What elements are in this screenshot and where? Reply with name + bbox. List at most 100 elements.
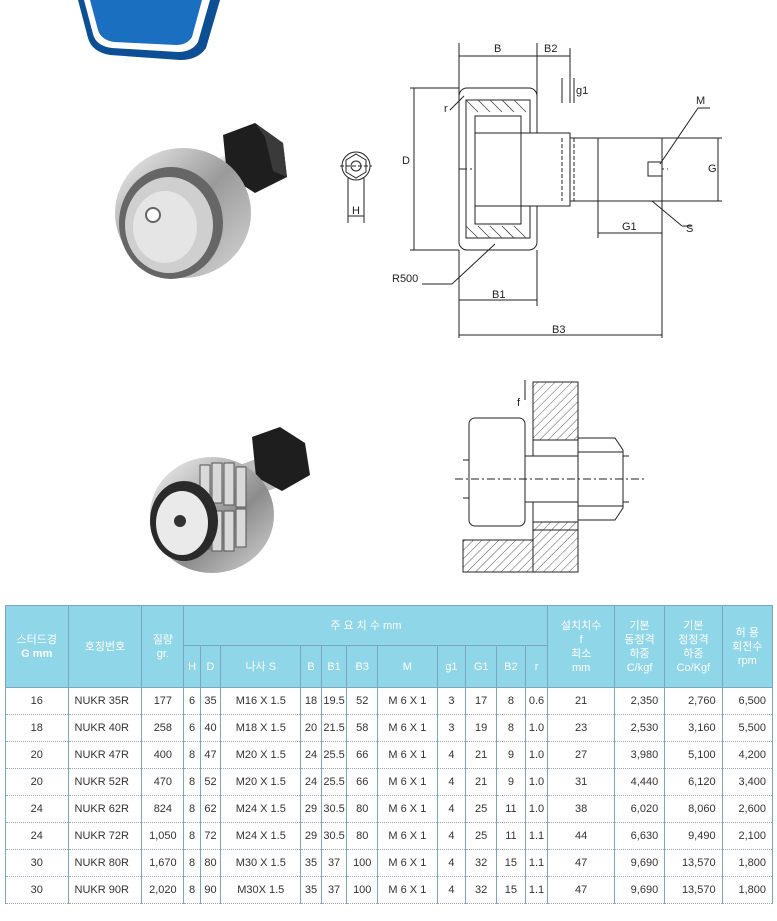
cell-dynamic-load: 9,690 [613, 876, 666, 904]
cell-thread-s: M24 X 1.5 [220, 795, 302, 823]
cell-model: NUKR 90R [67, 876, 143, 904]
cell-g1: 32 [465, 876, 498, 904]
cell-model: NUKR 80R [67, 849, 143, 877]
cell-speed: 1,800 [721, 849, 774, 877]
cell-d: 40 [199, 714, 222, 742]
cell-model: NUKR 40R [67, 714, 143, 742]
cell-m: M 6 X 1 [377, 795, 438, 823]
cell-static-load: 13,570 [664, 849, 723, 877]
cell-g1: 21 [465, 741, 498, 769]
cell-static-load: 3,160 [664, 714, 723, 742]
cell-d: 47 [199, 741, 222, 769]
cell-install-f: 23 [547, 714, 615, 742]
cell-b: 29 [300, 795, 322, 823]
cell-h: 8 [183, 795, 201, 823]
cell-r: 1.0 [524, 795, 549, 823]
cell-b1: 37 [320, 876, 348, 904]
cell-model: NUKR 62R [67, 795, 143, 823]
subheader-h: H [183, 645, 201, 688]
cell-h: 6 [183, 687, 201, 715]
subheader-b1: B1 [320, 645, 348, 688]
cell-g1-small: 4 [436, 768, 467, 796]
product-photo-cutaway [150, 427, 310, 573]
cell-stud-dia: 30 [5, 849, 69, 877]
label-g: G [708, 163, 717, 175]
cell-stud-dia: 24 [5, 822, 69, 850]
cell-weight: 2,020 [141, 876, 185, 904]
cell-dynamic-load: 9,690 [613, 849, 666, 877]
cell-g1-small: 4 [436, 876, 467, 904]
cell-d: 80 [199, 849, 222, 877]
cell-m: M 6 X 1 [377, 714, 438, 742]
header-allowed-speed: 허 용 회전수 rpm [721, 605, 774, 688]
cell-stud-dia: 20 [5, 741, 69, 769]
cell-b1: 25.5 [320, 741, 348, 769]
label-b: B [494, 43, 501, 55]
label-b2: B2 [544, 43, 557, 55]
cell-b3: 80 [346, 795, 379, 823]
cell-stud-dia: 18 [5, 714, 69, 742]
cell-static-load: 2,760 [664, 687, 723, 715]
cell-model: NUKR 52R [67, 768, 143, 796]
cell-b1: 30.5 [320, 795, 348, 823]
cell-h: 8 [183, 768, 201, 796]
cell-r: 1.0 [524, 741, 549, 769]
cell-install-f: 27 [547, 741, 615, 769]
cell-model: NUKR 35R [67, 687, 143, 715]
cell-m: M 6 X 1 [377, 849, 438, 877]
subheader-g1: G1 [465, 645, 498, 688]
label-r500: R500 [392, 273, 418, 285]
label-h: H [352, 205, 360, 217]
cell-b: 29 [300, 822, 322, 850]
cell-b3: 80 [346, 822, 379, 850]
cell-r: 1.1 [524, 849, 549, 877]
cell-speed: 5,500 [721, 714, 774, 742]
cell-b: 24 [300, 768, 322, 796]
cell-m: M 6 X 1 [377, 822, 438, 850]
cell-g1-small: 3 [436, 714, 467, 742]
subheader-b3: B3 [346, 645, 379, 688]
cell-dynamic-load: 3,980 [613, 741, 666, 769]
cell-g1: 32 [465, 849, 498, 877]
cell-g1: 25 [465, 822, 498, 850]
cell-g1-small: 3 [436, 687, 467, 715]
cell-speed: 1,800 [721, 876, 774, 904]
cell-g1: 19 [465, 714, 498, 742]
cell-thread-s: M16 X 1.5 [220, 687, 302, 715]
spec-table: 스터드경 G mm 호칭번호 질량 gr. 주 요 치 수 mm 설치치수 f … [5, 605, 774, 904]
cell-dynamic-load: 2,530 [613, 714, 666, 742]
cell-thread-s: M24 X 1.5 [220, 822, 302, 850]
cell-stud-dia: 30 [5, 876, 69, 904]
cell-install-f: 31 [547, 768, 615, 796]
cell-b3: 58 [346, 714, 379, 742]
header-stud-diameter: 스터드경 G mm [5, 605, 69, 688]
cell-stud-dia: 24 [5, 795, 69, 823]
cell-thread-s: M18 X 1.5 [220, 714, 302, 742]
cell-install-f: 38 [547, 795, 615, 823]
cell-thread-s: M20 X 1.5 [220, 768, 302, 796]
cell-b1: 19.5 [320, 687, 348, 715]
cell-g1-small: 4 [436, 822, 467, 850]
cell-d: 90 [199, 876, 222, 904]
header-install-dimension: 설치치수 f 최소 mm [547, 605, 615, 688]
cell-thread-s: M30X 1.5 [220, 876, 302, 904]
subheader-d: D [199, 645, 222, 688]
label-d: D [402, 155, 410, 167]
cell-g1-small: 4 [436, 795, 467, 823]
header-model: 호칭번호 [67, 605, 143, 688]
cell-install-f: 44 [547, 822, 615, 850]
cell-weight: 824 [141, 795, 185, 823]
label-b1: B1 [492, 289, 505, 301]
label-g1: g1 [576, 85, 588, 97]
cell-dynamic-load: 2,350 [613, 687, 666, 715]
header-main-dimensions: 주 요 치 수 mm [183, 605, 549, 646]
cell-speed: 2,100 [721, 822, 774, 850]
header-static-load: 기본 정정격 하중 Co/Kgf [664, 605, 723, 688]
cell-g1: 21 [465, 768, 498, 796]
cell-r: 1.0 [524, 714, 549, 742]
